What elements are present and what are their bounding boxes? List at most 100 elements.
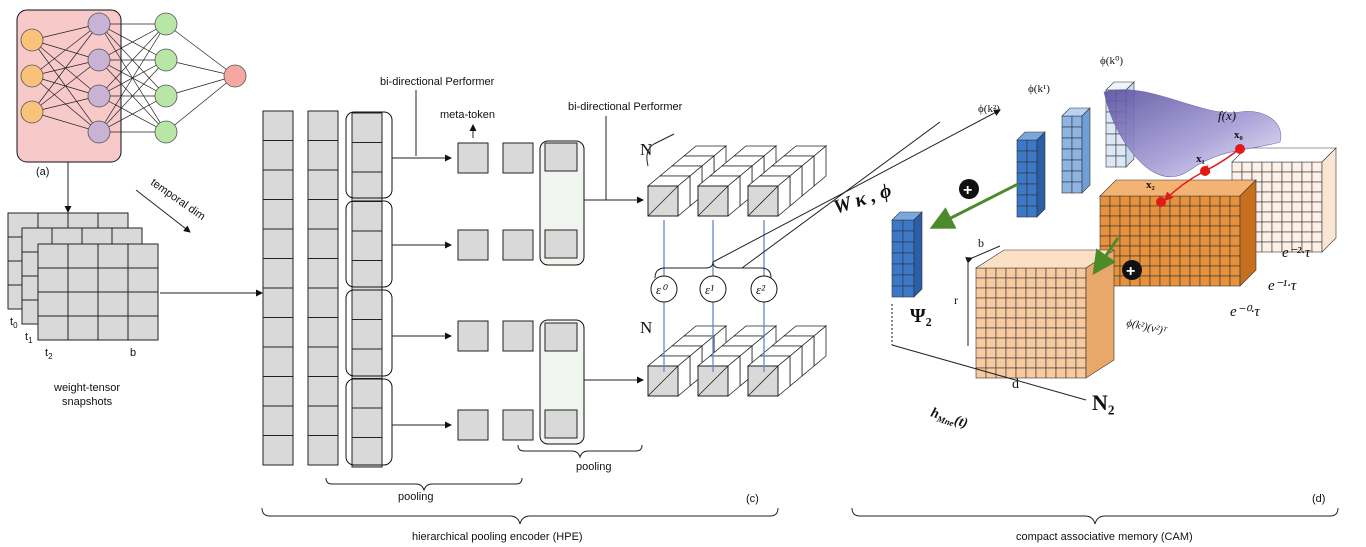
- token-col-1-cell: [307, 405, 339, 436]
- front-matrix-front: [1005, 347, 1017, 359]
- orange-tensor-front: [1189, 235, 1201, 247]
- d-dim-label: d: [1012, 377, 1019, 392]
- bidir-performer-label-1: bi-directional Performer: [380, 76, 495, 88]
- orange-tensor-front: [1199, 195, 1211, 207]
- psi2-block-front: [902, 241, 915, 254]
- orange-tensor-front: [1159, 215, 1171, 227]
- nn-edge: [31, 59, 100, 113]
- pooling-brace-2: [517, 444, 643, 459]
- back-tensor-front: [1271, 201, 1283, 213]
- orange-tensor-front: [1099, 215, 1111, 227]
- front-matrix-front: [1035, 337, 1047, 349]
- r-dim-label: r: [954, 293, 958, 307]
- front-matrix-front: [1045, 357, 1057, 369]
- orange-tensor-front: [1149, 205, 1161, 217]
- back-tensor-front: [1301, 181, 1313, 193]
- psi2-block-front: [891, 230, 904, 243]
- orange-tensor-front: [1139, 195, 1151, 207]
- back-tensor-front: [1311, 181, 1323, 193]
- meta-token-label: meta-token: [440, 109, 495, 121]
- back-tensor-front: [1271, 211, 1283, 223]
- snapshot-2-cell: [67, 243, 99, 269]
- orange-tensor-front: [1159, 225, 1171, 237]
- orange-tensor-front: [1219, 225, 1231, 237]
- back-tensor-front: [1261, 211, 1273, 223]
- orange-tensor-front: [1189, 205, 1201, 217]
- phi-k2-stack-front: [1016, 172, 1028, 185]
- phi-k1-stack-front: [1071, 181, 1083, 194]
- e-2tau-label: e⁻²·τ: [1282, 245, 1311, 261]
- front-matrix-front: [1015, 307, 1027, 319]
- back-tensor-front: [1261, 161, 1273, 173]
- front-matrix-front: [1065, 337, 1077, 349]
- green-arrow-1: [929, 182, 1019, 229]
- orange-tensor-front: [1179, 265, 1191, 277]
- orange-tensor-front: [1209, 225, 1221, 237]
- front-matrix-front: [1055, 347, 1067, 359]
- orange-tensor-front: [1139, 275, 1151, 287]
- front-matrix-front: [1075, 297, 1087, 309]
- orange-tensor-front: [1199, 235, 1211, 247]
- front-matrix-front: [1035, 357, 1047, 369]
- t0-label: t0: [10, 316, 18, 330]
- orange-tensor-front: [1109, 215, 1121, 227]
- b-dim-arrow: [965, 245, 1001, 264]
- front-matrix-front: [1075, 307, 1087, 319]
- orange-tensor-front: [1169, 275, 1181, 287]
- front-matrix-front: [975, 307, 987, 319]
- token-col-1-cell: [307, 228, 339, 259]
- orange-tensor-front: [1099, 195, 1111, 207]
- back-tensor-front: [1311, 171, 1323, 183]
- front-matrix-front: [1045, 267, 1057, 279]
- orange-tensor-front: [1229, 205, 1241, 217]
- token-col-2-cell: [351, 378, 383, 409]
- front-matrix-front: [1045, 337, 1057, 349]
- token-col-0-cell: [262, 346, 294, 377]
- front-matrix-front: [1015, 277, 1027, 289]
- orange-tensor-front: [1209, 205, 1221, 217]
- phi-k2-stack-front: [1026, 183, 1038, 196]
- token-col-1-cell: [307, 346, 339, 377]
- front-matrix-front: [1045, 327, 1057, 339]
- phi-k0-label: ϕ(k⁰): [1100, 55, 1123, 67]
- front-matrix-front: [1055, 307, 1067, 319]
- orange-tensor-front: [1179, 225, 1191, 237]
- token-col-0-cell: [262, 317, 294, 348]
- epsilon-2-label: ε²: [756, 282, 766, 297]
- token-col-2-cell: [351, 112, 383, 143]
- trajectory: [1156, 144, 1245, 207]
- front-matrix-front: [1025, 297, 1037, 309]
- front-matrix-front: [985, 297, 997, 309]
- back-tensor-front: [1261, 191, 1273, 203]
- orange-tensor-front: [1149, 225, 1161, 237]
- phi-k1-stack-front: [1061, 115, 1073, 128]
- pooled-token: [457, 409, 489, 441]
- phi-k2-stack-front: [1016, 205, 1028, 218]
- front-matrix-front: [1035, 367, 1047, 379]
- front-matrix-front: [1035, 317, 1047, 329]
- back-tensor-front: [1261, 241, 1273, 253]
- back-tensor-front: [1261, 201, 1273, 213]
- front-matrix-front: [1075, 347, 1087, 359]
- psi2-stack: [891, 211, 923, 298]
- orange-tensor-front: [1169, 225, 1181, 237]
- front-matrix-front: [1055, 267, 1067, 279]
- epsilon-0-label: ε⁰: [656, 282, 668, 297]
- front-matrix-front: [1035, 347, 1047, 359]
- phi-k1-stack-front: [1061, 148, 1073, 161]
- back-tensor-front: [1271, 241, 1283, 253]
- nn-node-2: [154, 120, 178, 144]
- cam-brace: [851, 507, 1339, 525]
- b-dim-label: b: [978, 236, 984, 250]
- front-matrix-front: [985, 357, 997, 369]
- phi-k2-stack-front: [1026, 150, 1038, 163]
- phi-k1-stack-front: [1071, 148, 1083, 161]
- token-col-2-cell: [351, 348, 383, 379]
- pool-group-box: [345, 378, 393, 466]
- orange-tensor-front: [1219, 215, 1231, 227]
- orange-tensor-front: [1209, 275, 1221, 287]
- hpe-brace: [261, 507, 779, 525]
- front-matrix-front: [985, 337, 997, 349]
- back-tensor-front: [1311, 221, 1323, 233]
- psi2-block-front: [891, 274, 904, 287]
